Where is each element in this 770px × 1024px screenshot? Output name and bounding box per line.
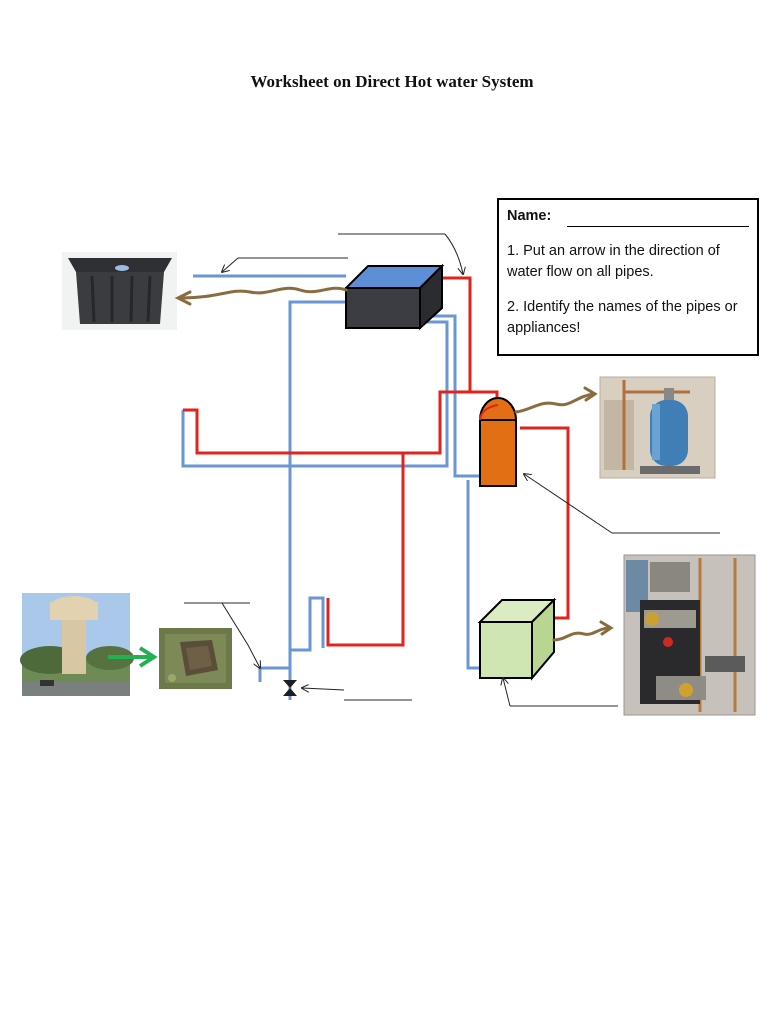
page-title: Worksheet on Direct Hot water System <box>250 72 534 91</box>
boiler-photo <box>623 554 756 716</box>
hot-distribution-pipe <box>183 390 490 455</box>
name-label: Name: <box>507 208 552 224</box>
cold-water-cistern <box>343 263 445 331</box>
cold-water-storage-tank-photo <box>62 252 177 330</box>
boiler <box>477 597 557 681</box>
name-blank-line[interactable] <box>567 212 749 227</box>
instruction-step-2: 2. Identify the names of the pipes or ap… <box>507 299 738 336</box>
boiler-flow-pipe <box>520 426 570 620</box>
cold-pipe-to-tap-low <box>181 320 449 468</box>
rising-main-pipe <box>288 300 346 700</box>
instructions-box: Name: 1. Put an arrow in the direction o… <box>497 198 759 356</box>
photo-pointer-arrows <box>174 286 614 642</box>
pointer-lines <box>222 233 613 707</box>
ground-valve-pit-photo <box>159 628 232 689</box>
water-tower-photo <box>20 593 134 696</box>
answer-blank-lines <box>184 233 720 707</box>
cold-feed-pipe <box>420 314 480 478</box>
hot-supply-to-tap <box>326 453 405 647</box>
expansion-vessel-photo <box>599 376 716 479</box>
cold-feed-to-boiler-pipe <box>466 480 480 670</box>
cold-water-pipes <box>181 274 480 700</box>
name-field-row: Name: <box>507 206 749 227</box>
instruction-step-1: 1. Put an arrow in the direction of wate… <box>507 243 720 280</box>
kitchen-tap-cold <box>290 596 325 652</box>
hot-water-cylinder <box>479 397 517 487</box>
stop-valve-icon <box>283 680 297 696</box>
inflow-arrow-icon <box>108 646 158 668</box>
